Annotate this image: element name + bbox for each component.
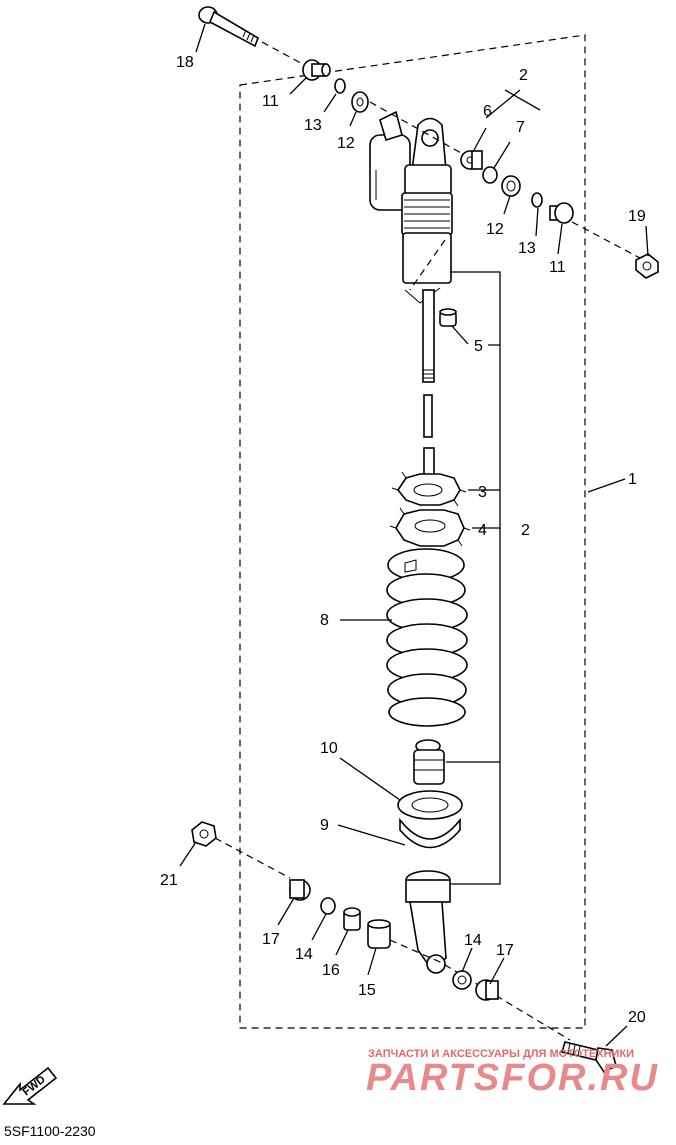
callout-5: 5 xyxy=(474,338,483,355)
callout-12-top: 12 xyxy=(337,135,355,152)
callout-labels: 18 11 13 12 2 6 7 12 13 11 19 5 1 3 4 2 … xyxy=(160,54,646,1026)
callout-2-top: 2 xyxy=(519,67,528,84)
part-spring-seat-9 xyxy=(397,790,463,849)
callout-17-left: 17 xyxy=(262,931,280,948)
callout-9: 9 xyxy=(320,817,329,834)
callout-11-right: 11 xyxy=(549,259,566,276)
part-bolt-18 xyxy=(198,6,311,69)
callout-2-mid: 2 xyxy=(521,522,530,539)
part-bearing-15 xyxy=(367,919,391,949)
callout-16: 16 xyxy=(322,962,340,979)
diagram-code: 5SF1100-2230 xyxy=(4,1123,96,1139)
callout-8: 8 xyxy=(320,612,329,629)
callout-13-top: 13 xyxy=(304,117,322,134)
part-seal-12-right xyxy=(501,175,521,197)
part-shaft xyxy=(422,289,435,481)
callout-14-right: 14 xyxy=(464,932,482,949)
fwd-arrow: FWD xyxy=(2,1066,58,1105)
callout-11-top: 11 xyxy=(262,93,279,110)
part-spring-8 xyxy=(386,548,468,727)
callout-10: 10 xyxy=(320,740,338,757)
callout-17-right: 17 xyxy=(496,942,514,959)
part-nut-19 xyxy=(635,253,659,279)
callout-21: 21 xyxy=(160,872,178,889)
callout-15: 15 xyxy=(358,982,376,999)
callout-3: 3 xyxy=(478,484,487,501)
part-bushing-6 xyxy=(460,150,483,170)
callout-13-right: 13 xyxy=(518,240,536,257)
part-nut-21 xyxy=(191,821,217,847)
watermark: ЗАПЧАСТИ И АКСЕССУАРЫ ДЛЯ МОТОТЕХНИКИ PA… xyxy=(366,1048,659,1099)
part-bolt-20 xyxy=(560,1041,617,1074)
part-seal-12-top xyxy=(351,91,369,113)
callout-19: 19 xyxy=(628,208,646,225)
part-oring-14-right xyxy=(452,970,472,990)
callout-18: 18 xyxy=(176,54,194,71)
callout-7: 7 xyxy=(516,119,525,136)
part-collar-17-right xyxy=(475,979,499,1001)
part-bushing-16 xyxy=(343,907,361,931)
callout-20: 20 xyxy=(628,1009,646,1026)
part-oring-13-top xyxy=(334,78,346,94)
part-ring-nut-4 xyxy=(389,507,471,547)
assembly-boundary xyxy=(239,34,586,1029)
leader-lines xyxy=(179,23,649,1047)
callout-6: 6 xyxy=(483,103,492,120)
part-shock-body xyxy=(369,101,471,304)
part-collar-17-left xyxy=(289,879,311,901)
part-oring-13-right xyxy=(531,192,543,208)
part-bolt-5 xyxy=(439,308,457,327)
callout-14-left: 14 xyxy=(295,946,313,963)
part-ring-nut-3 xyxy=(391,471,467,507)
part-clip-7 xyxy=(482,166,498,184)
part-collar-11-right xyxy=(549,202,641,259)
callout-4: 4 xyxy=(478,522,487,539)
part-bump-stop-10 xyxy=(413,739,445,785)
callout-12-right: 12 xyxy=(486,221,504,238)
watermark-brand: PARTSFOR.RU xyxy=(366,1057,659,1099)
part-oring-14-left xyxy=(320,897,336,915)
callout-1: 1 xyxy=(628,471,637,488)
watermark-tagline: ЗАПЧАСТИ И АКСЕССУАРЫ ДЛЯ МОТОТЕХНИКИ xyxy=(368,1048,634,1060)
part-collar-11-top xyxy=(302,59,331,81)
